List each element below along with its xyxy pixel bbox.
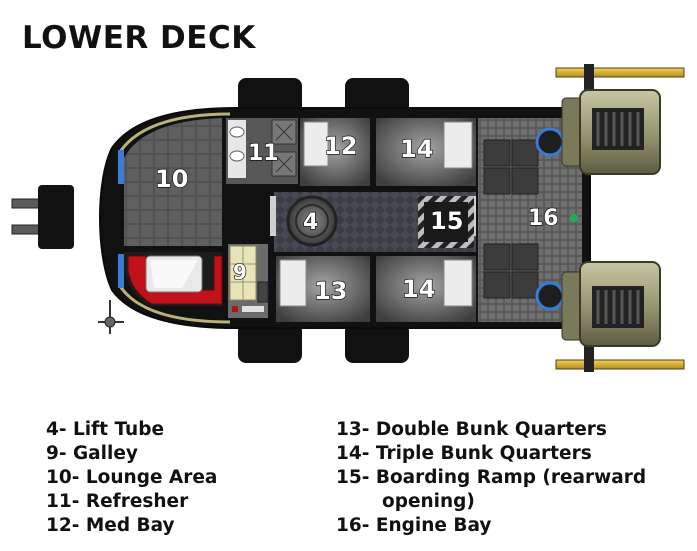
room-label-refresher: 11 xyxy=(248,141,279,166)
room-label-triple-bunk-fore: 14 xyxy=(400,135,433,163)
room-label-lounge: 10 xyxy=(155,165,188,193)
legend-item: 4- Lift Tube xyxy=(46,419,165,440)
lounge-floor xyxy=(124,118,222,246)
triple-bunk-aft-room xyxy=(376,256,476,322)
galley-counter xyxy=(228,244,269,318)
lift-tube xyxy=(286,195,338,247)
room-label-boarding-ramp: 15 xyxy=(430,207,463,235)
legend-item: 16- Engine Bay xyxy=(336,515,492,536)
legend-item: 9- Galley xyxy=(46,443,138,464)
lounge-sofa xyxy=(124,252,223,306)
legend-item: 11- Refresher xyxy=(46,491,189,512)
med-bay-room xyxy=(300,118,370,186)
triple-bunk-fore-room xyxy=(376,118,476,186)
legend-item: 10- Lounge Area xyxy=(46,467,218,488)
legend-item: 12- Med Bay xyxy=(46,515,175,536)
deck-title: LOWER DECK xyxy=(22,20,256,56)
legend-item-continuation: opening) xyxy=(382,491,475,512)
room-label-med-bay: 12 xyxy=(324,132,357,160)
deck-plan-map: 10 11 12 14 4 15 16 9 13 14 xyxy=(11,64,685,372)
room-label-engine-bay: 16 xyxy=(528,206,559,231)
landing-gear xyxy=(238,78,409,363)
legend-left-column: 4- Lift Tube 9- Galley 10- Lounge Area 1… xyxy=(46,418,217,538)
room-label-lift-tube: 4 xyxy=(303,210,318,235)
room-label-double-bunk: 13 xyxy=(314,277,347,305)
forward-guns xyxy=(11,185,74,249)
legend-item: 14- Triple Bunk Quarters xyxy=(336,443,592,464)
boarding-ramp xyxy=(418,196,474,248)
sensor-antenna xyxy=(98,300,124,334)
engine-struts xyxy=(555,64,685,372)
room-label-triple-bunk-aft: 14 xyxy=(402,275,435,303)
legend-item: 13- Double Bunk Quarters xyxy=(336,419,607,440)
legend-right-column: 13- Double Bunk Quarters 14- Triple Bunk… xyxy=(336,418,646,538)
room-label-galley: 9 xyxy=(233,260,247,284)
legend-item: 15- Boarding Ramp (rearward xyxy=(336,467,647,488)
refresher-room xyxy=(226,118,298,184)
engine-nacelle-top xyxy=(561,89,661,175)
engine-nacelle-bottom xyxy=(561,261,661,347)
double-bunk-room xyxy=(276,256,370,322)
